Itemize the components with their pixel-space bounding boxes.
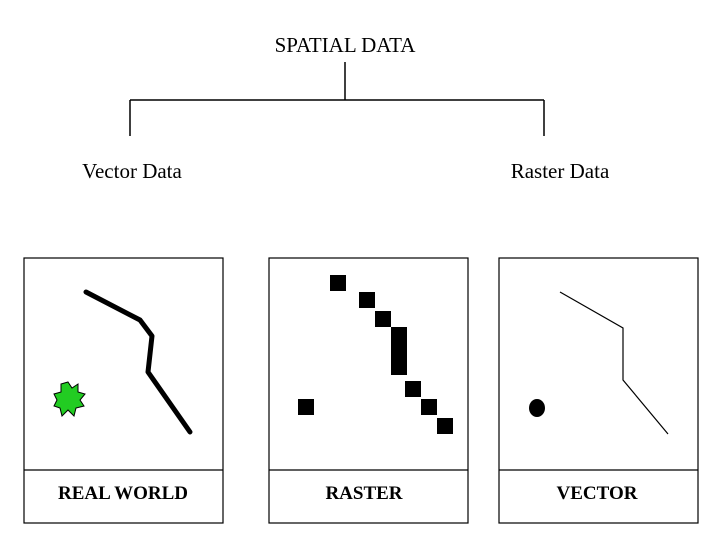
panel-frame: [498, 257, 699, 524]
raster-cell: [391, 327, 407, 343]
raster-cell: [391, 359, 407, 375]
vector-point-icon: [529, 399, 545, 417]
raster-cell: [359, 292, 375, 308]
branch-label-raster-data: Raster Data: [511, 159, 610, 183]
panel-label-real-world: REAL WORLD: [58, 483, 188, 504]
panel-frame: [23, 257, 224, 524]
raster-cells: [298, 275, 453, 434]
vegetation-patch-icon: [53, 381, 86, 417]
branch-label-vector-data: Vector Data: [82, 159, 182, 183]
raster-cell: [298, 399, 314, 415]
raster-cell: [421, 399, 437, 415]
panel-vector: VECTOR: [498, 257, 699, 524]
raster-cell: [330, 275, 346, 291]
diagram-title: SPATIAL DATA: [275, 33, 417, 57]
raster-cell: [391, 343, 407, 359]
panel-real-world: REAL WORLD: [23, 257, 224, 524]
raster-cell: [405, 381, 421, 397]
raster-cell: [437, 418, 453, 434]
tree-connector: [129, 62, 545, 136]
river-icon: [83, 289, 193, 435]
raster-cell: [375, 311, 391, 327]
panel-label-vector: VECTOR: [557, 483, 638, 504]
panel-label-raster: RASTER: [325, 483, 402, 504]
panel-raster: RASTER: [268, 257, 469, 524]
vector-line-icon: [559, 291, 669, 435]
